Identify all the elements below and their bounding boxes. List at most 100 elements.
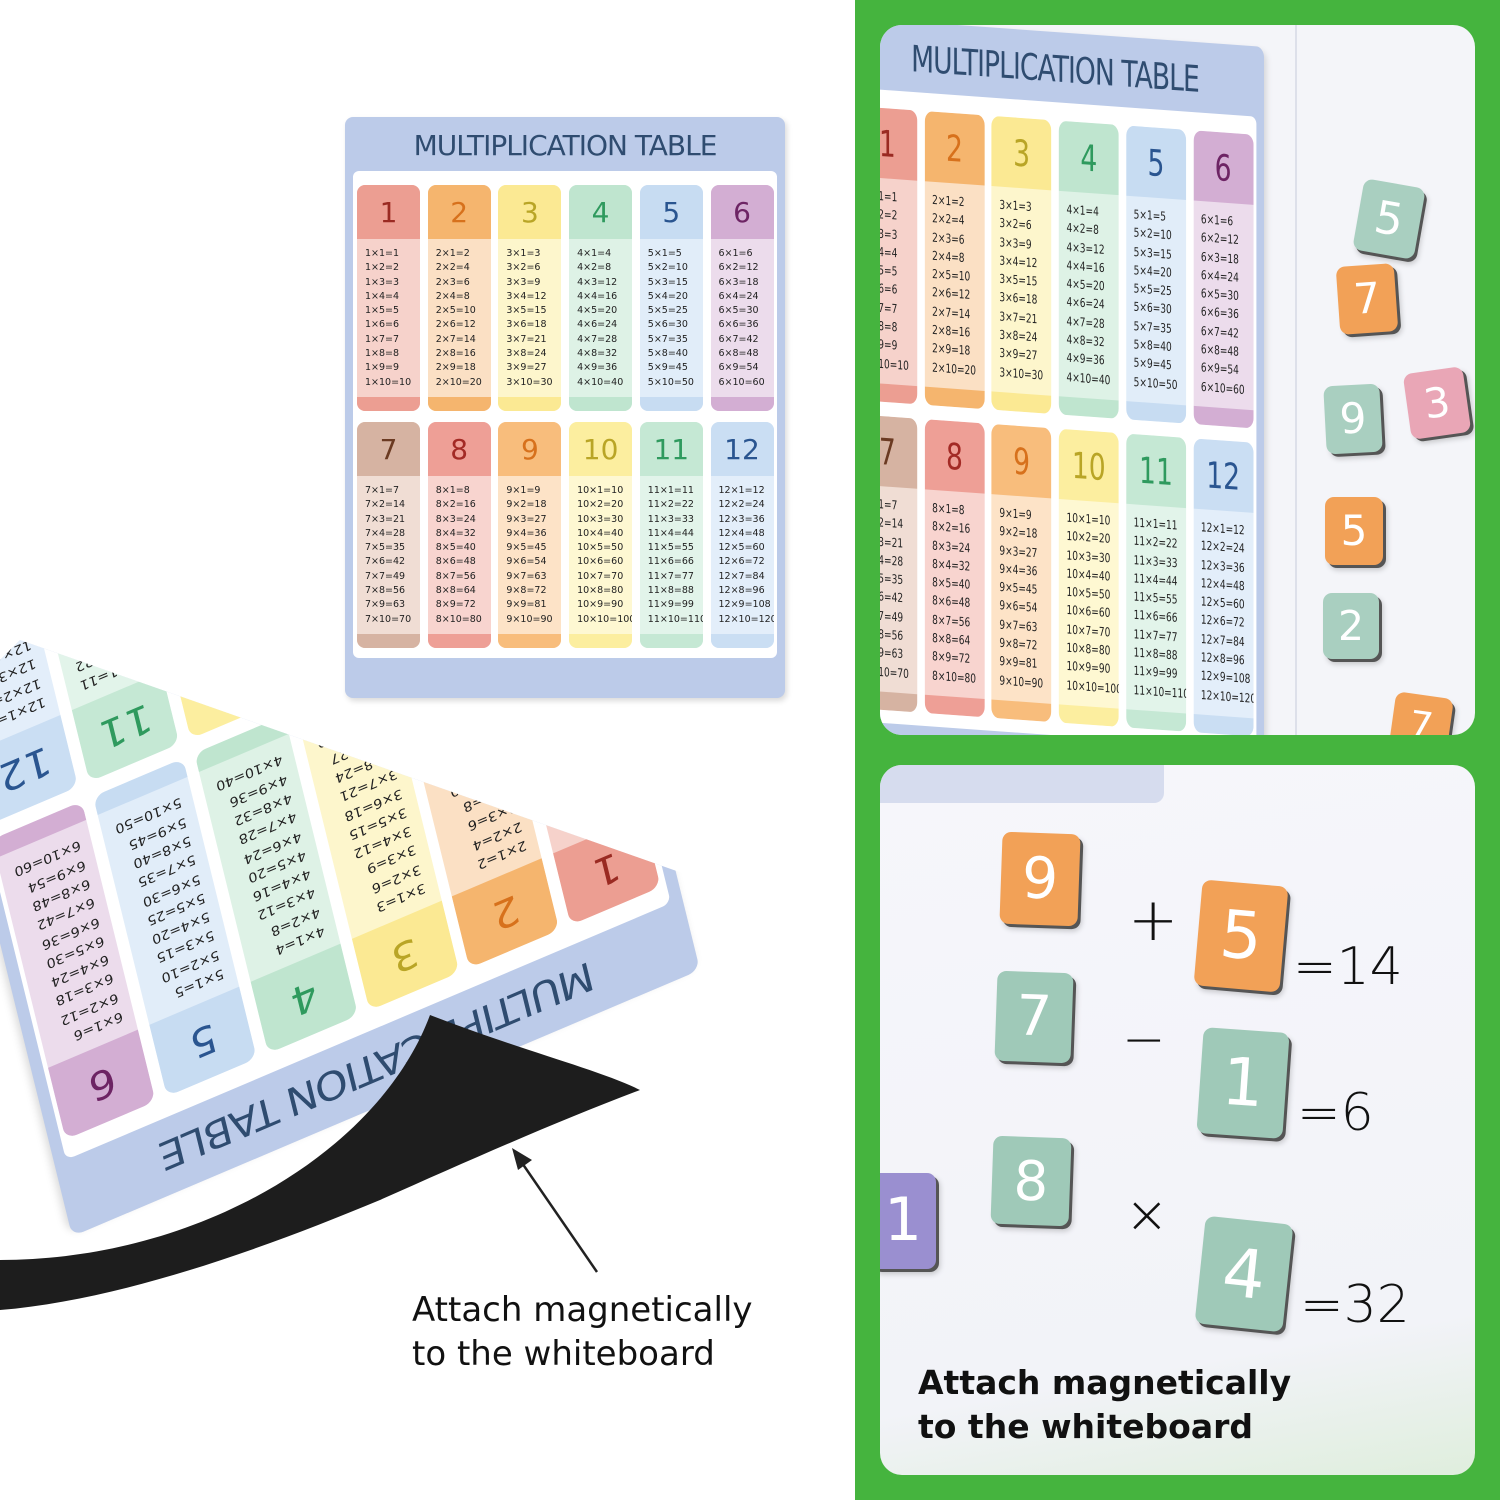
column-footer bbox=[498, 634, 562, 648]
fact: 11×5=55 bbox=[647, 542, 694, 554]
pointer-arrow-head bbox=[512, 1148, 532, 1170]
fact: 10×3=30 bbox=[577, 513, 624, 525]
fact: 10×10=100 bbox=[1066, 678, 1119, 697]
column-header: 7 bbox=[880, 414, 918, 489]
fact: 9×10=90 bbox=[999, 673, 1044, 692]
fact: 7×8=56 bbox=[880, 626, 904, 644]
fact: 11×10=110 bbox=[1133, 683, 1186, 702]
magnet-tile-2: 2 bbox=[1323, 593, 1379, 659]
fact: 2×4=8 bbox=[435, 290, 470, 302]
fact: 9×9=81 bbox=[506, 599, 547, 611]
fact: 2×1=2 bbox=[435, 248, 470, 259]
fact: 3×4=12 bbox=[506, 290, 547, 302]
fact: 11×10=110 bbox=[647, 613, 703, 625]
fact: 11×9=99 bbox=[647, 599, 694, 611]
fact: 9×2=18 bbox=[506, 499, 547, 511]
handwritten-operator: + bbox=[1128, 885, 1179, 955]
fact: 1×2=2 bbox=[880, 207, 898, 224]
fact: 8×5=40 bbox=[435, 542, 476, 554]
fact: 11×8=88 bbox=[647, 585, 694, 597]
fact: 9×8=72 bbox=[506, 585, 547, 597]
fact: 6×8=48 bbox=[718, 348, 759, 360]
number-tile-1: 1 bbox=[1196, 1027, 1290, 1139]
fact: 1×8=8 bbox=[880, 318, 898, 336]
column-header: 10 bbox=[569, 422, 633, 476]
column-header: 11 bbox=[639, 422, 703, 476]
fact: 7×6=42 bbox=[880, 589, 904, 607]
fact: 4×7=28 bbox=[577, 333, 618, 345]
number-tile-1: 1 bbox=[880, 1173, 936, 1269]
column-footer bbox=[569, 634, 633, 648]
fact: 4×5=20 bbox=[577, 305, 618, 317]
column-header: 5 bbox=[639, 185, 703, 239]
column-header: 2 bbox=[427, 185, 491, 239]
fact: 12×10=120 bbox=[718, 613, 774, 625]
fact: 7×3=21 bbox=[365, 513, 406, 525]
fact: 8×8=64 bbox=[435, 585, 476, 597]
fact: 6×7=42 bbox=[718, 333, 759, 345]
fact: 8×4=32 bbox=[435, 527, 476, 539]
fact: 12×7=84 bbox=[718, 570, 765, 582]
fact: 7×10=70 bbox=[880, 664, 909, 682]
fact: 7×10=70 bbox=[365, 613, 412, 625]
fact: 5×10=50 bbox=[1133, 375, 1178, 393]
fact: 8×2=16 bbox=[435, 499, 476, 511]
fact: 1×1=1 bbox=[880, 188, 898, 206]
fact: 7×9=63 bbox=[365, 599, 406, 611]
handwritten-result: =14 bbox=[1293, 937, 1403, 997]
fact: 5×7=35 bbox=[647, 333, 688, 345]
column-footer bbox=[880, 381, 918, 405]
fact: 3×5=15 bbox=[506, 305, 547, 317]
fact: 4×4=16 bbox=[577, 290, 618, 302]
column-footer bbox=[1193, 714, 1254, 735]
column-footer bbox=[639, 397, 703, 411]
right-caption: Attach magnetically to the whiteboard bbox=[918, 1361, 1291, 1449]
column-header: 12 bbox=[1193, 438, 1254, 513]
column-header: 2 bbox=[924, 111, 985, 186]
left-caption: Attach magnetically to the whiteboard bbox=[412, 1288, 753, 1376]
fact: 6×9=54 bbox=[718, 362, 759, 374]
fact: 6×4=24 bbox=[718, 290, 759, 302]
fact: 4×9=36 bbox=[577, 362, 618, 374]
fact: 9×7=63 bbox=[506, 570, 547, 582]
fact: 2×6=12 bbox=[435, 319, 476, 331]
fact: 12×1=12 bbox=[718, 485, 765, 496]
number-tile-5: 5 bbox=[1193, 879, 1289, 993]
fact: 11×1=11 bbox=[647, 485, 694, 496]
fact: 5×10=50 bbox=[647, 376, 694, 388]
number-tile-7: 7 bbox=[994, 970, 1074, 1064]
column-footer bbox=[710, 397, 774, 411]
column-header: 8 bbox=[427, 422, 491, 476]
fact: 4×10=40 bbox=[1066, 370, 1111, 388]
fact: 8×10=80 bbox=[435, 613, 482, 625]
fact: 12×6=72 bbox=[718, 556, 765, 568]
fact: 6×1=6 bbox=[718, 248, 753, 259]
magnet-tile-5: 5 bbox=[1352, 178, 1426, 260]
fact: 10×8=80 bbox=[577, 585, 624, 597]
chart-inner bbox=[353, 171, 777, 658]
fact: 9×1=9 bbox=[506, 485, 541, 496]
fact: 8×1=8 bbox=[435, 485, 470, 496]
fact: 1×9=9 bbox=[365, 362, 400, 374]
handwritten-result: =32 bbox=[1300, 1275, 1410, 1335]
fact: 1×5=5 bbox=[365, 305, 400, 317]
fact: 11×3=33 bbox=[647, 513, 694, 525]
fact: 9×3=27 bbox=[506, 513, 547, 525]
fact: 2×3=6 bbox=[435, 276, 470, 288]
column-footer bbox=[880, 689, 918, 713]
